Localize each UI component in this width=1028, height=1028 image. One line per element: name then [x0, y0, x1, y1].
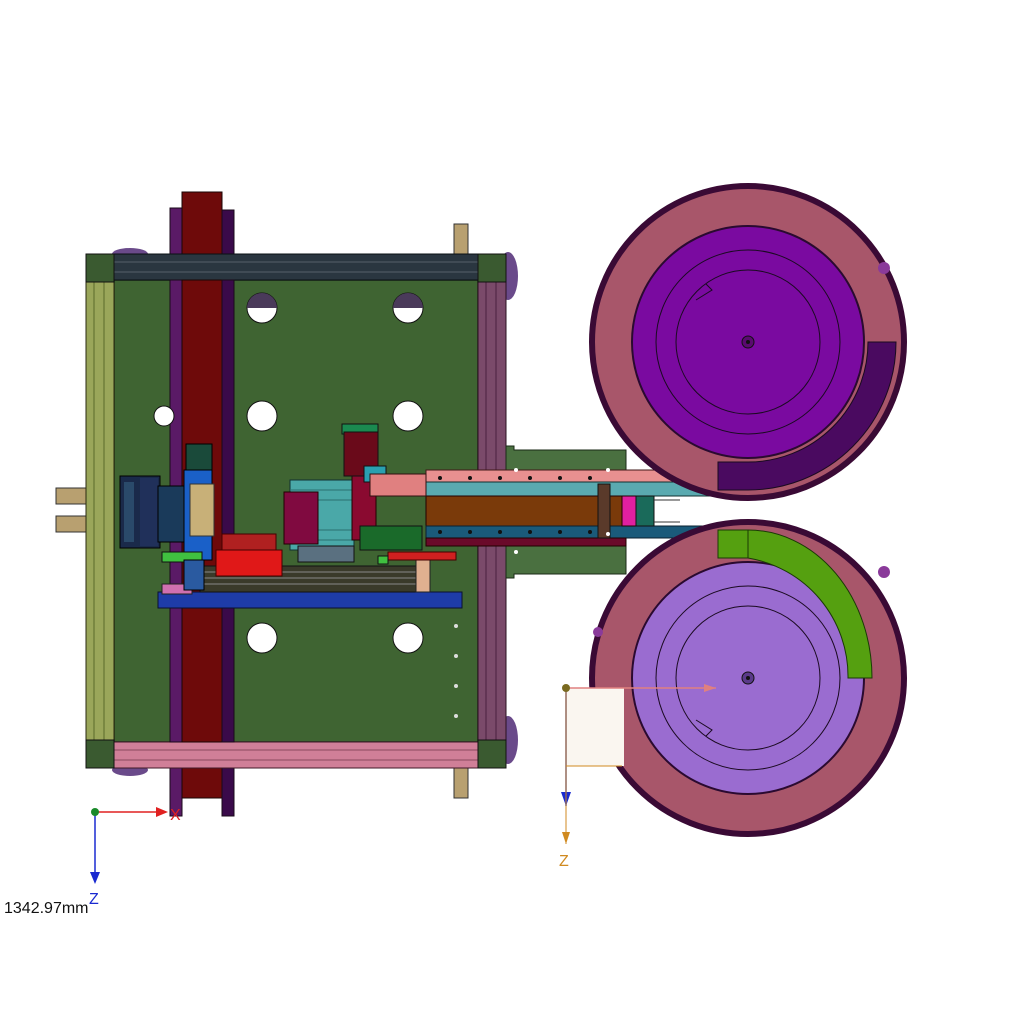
secondary-triad: Z	[559, 684, 716, 870]
bowl-bottom	[589, 519, 907, 837]
corner-bracket	[85, 253, 115, 283]
profile-top	[85, 253, 507, 281]
rail-bolts	[438, 468, 610, 554]
secondary-z-label: Z	[559, 853, 569, 870]
teal-block	[635, 495, 655, 527]
bowl-top-exit-track	[717, 341, 897, 491]
rail-upper-2	[425, 481, 717, 497]
gate	[369, 473, 427, 497]
plate-holes	[153, 292, 458, 718]
machine-frame	[55, 191, 518, 817]
corner-bracket	[477, 253, 507, 283]
red-cylinder	[215, 549, 283, 577]
corner-bracket	[477, 739, 507, 769]
stop-bar	[597, 483, 611, 539]
lower-fittings	[359, 525, 457, 565]
foot-left-2	[55, 515, 87, 533]
z-axis-label: Z	[89, 891, 99, 908]
scale-readout: 1342.97mm	[4, 900, 89, 917]
rail-lower-2	[425, 537, 627, 547]
blue-table	[157, 591, 463, 609]
rail-purple-right-front	[221, 279, 235, 743]
foot-bottom-right	[453, 767, 469, 799]
foot-top-right	[453, 223, 469, 255]
bowl-bottom-exit-track	[717, 529, 873, 679]
feed-track	[369, 445, 717, 579]
linear-slide	[199, 551, 431, 593]
main-triad: X Z	[89, 807, 181, 908]
corner-bracket	[85, 739, 115, 769]
profile-left	[85, 255, 115, 767]
channel	[425, 495, 627, 527]
profile-bottom	[85, 741, 507, 769]
magenta-block	[621, 495, 637, 527]
bowl-top	[589, 183, 907, 501]
foot-left-1	[55, 487, 87, 505]
x-axis-label: X	[170, 807, 181, 824]
gripper-assembly	[119, 443, 215, 591]
drum-unit	[283, 469, 377, 563]
